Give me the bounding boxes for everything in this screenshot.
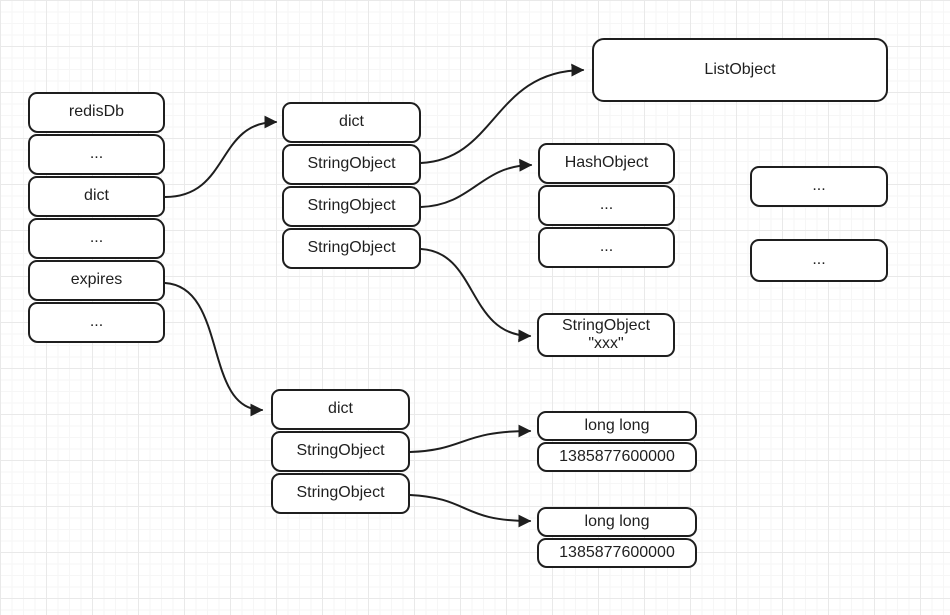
string-xxx-node: StringObject "xxx" — [537, 313, 675, 357]
right-ellipsis-box-2: ... — [750, 239, 888, 282]
arrow-stringobject2-to-hashobject — [420, 158, 533, 208]
arrow-expires-stringobject2-to-longlong2 — [409, 494, 532, 528]
longlong-stack-2: long long 1385877600000 — [537, 507, 697, 568]
longlong-type-cell-2: long long — [537, 507, 697, 537]
hashobject-ellipsis-cell-1: ... — [538, 185, 675, 226]
longlong-stack-1: long long 1385877600000 — [537, 411, 697, 472]
hashobject-ellipsis-cell-2: ... — [538, 227, 675, 268]
string-xxx-line-2: "xxx" — [588, 335, 624, 352]
key-dict-cell: dict — [282, 102, 421, 143]
redisdb-ellipsis-cell-1: ... — [28, 134, 165, 175]
string-xxx-line-1: StringObject — [561, 316, 651, 334]
string-xxx-cell: StringObject "xxx" — [537, 313, 675, 357]
right-ellipsis-box-1: ... — [750, 166, 888, 207]
hashobject-stack: HashObject ... ... — [538, 143, 675, 268]
expires-stringobject-cell-2: StringObject — [271, 473, 410, 514]
key-stringobject-cell-1: StringObject — [282, 144, 421, 185]
listobject-cell: ListObject — [592, 38, 888, 102]
key-stringobject-cell-2: StringObject — [282, 186, 421, 227]
longlong-type-cell-1: long long — [537, 411, 697, 441]
redisdb-cell: redisDb — [28, 92, 165, 133]
expires-stringobject-cell-1: StringObject — [271, 431, 410, 472]
key-stringobject-cell-3: StringObject — [282, 228, 421, 269]
expires-dict-cell: dict — [271, 389, 410, 430]
arrow-expires-stringobject1-to-longlong1 — [409, 424, 532, 453]
right-ellipsis-cell-2: ... — [750, 239, 888, 282]
longlong-value-cell-2: 1385877600000 — [537, 538, 697, 568]
redisdb-stack: redisDb ... dict ... expires ... — [28, 92, 165, 343]
redisdb-dict-cell: dict — [28, 176, 165, 217]
arrow-dict-to-keydict — [164, 115, 278, 198]
right-ellipsis-cell-1: ... — [750, 166, 888, 207]
redisdb-ellipsis-cell-2: ... — [28, 218, 165, 259]
redisdb-expires-cell: expires — [28, 260, 165, 301]
hashobject-cell: HashObject — [538, 143, 675, 184]
redisdb-ellipsis-cell-3: ... — [28, 302, 165, 343]
longlong-value-cell-1: 1385877600000 — [537, 442, 697, 472]
key-dict-stack: dict StringObject StringObject StringObj… — [282, 102, 421, 269]
expires-dict-stack: dict StringObject StringObject — [271, 389, 410, 514]
arrow-stringobject3-to-stringxxx — [420, 248, 532, 343]
arrow-expires-to-expiresdict — [164, 282, 264, 417]
listobject-node: ListObject — [592, 38, 888, 102]
